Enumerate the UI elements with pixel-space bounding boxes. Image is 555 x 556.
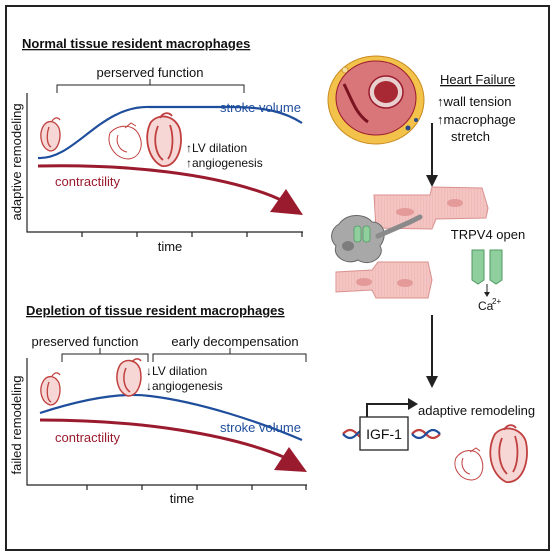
trpv4-label: TRPV4 open [451,227,525,242]
figure-border [5,5,550,551]
top-contractility-arrowhead [270,189,303,215]
top-x-axis-label: time [158,239,183,254]
remodeled-heart-outline-icon [454,447,484,481]
igf1-gene-box [359,416,409,451]
bottom-contractility-label: contractility [55,430,121,445]
bottom-contractility-arrowhead [274,447,307,472]
top-contractility-curve [37,164,282,202]
bottom-stroke-volume-label: stroke volume [220,420,301,435]
top-annotation-lv-dilation: ↑LV dilation [186,141,247,155]
flow-arrow-1 [426,123,438,187]
remodeled-heart-large-icon [489,424,528,483]
igf1-label: IGF-1 [366,426,402,442]
bottom-contractility-curve [39,418,287,460]
bottom-bracket [61,348,307,362]
bottom-axes [26,358,307,490]
heart-failure-title: Heart Failure [440,72,515,87]
top-contractility-label: contractility [55,174,121,189]
bottom-y-axis-label: failed remodeling [9,375,24,474]
flow-arrow-2 [426,315,438,388]
outcome-label: adaptive remodeling [418,403,535,418]
trpv4-channel-icon [471,249,503,297]
bottom-annotation-lv-dilation: ↓LV dilation [146,364,207,378]
heart-failure-bullet-macrophage: ↑macrophage [437,112,516,127]
top-panel-title: Normal tissue resident macrophages [22,36,250,51]
top-annotation-angiogenesis: ↑angiogenesis [186,156,263,170]
bottom-x-axis-label: time [170,491,195,506]
top-stroke-volume-label: stroke volume [220,100,301,115]
heart-cross-section-icon [327,55,425,145]
bottom-bracket-label-right: early decompensation [171,334,298,349]
top-heart-outline-icon [108,122,142,160]
macrophage-cell [331,214,423,264]
top-bracket-label: perserved function [97,65,204,80]
bottom-heart-small-icon [40,372,61,406]
bottom-annotation-angiogenesis: ↓angiogenesis [146,379,223,393]
top-stroke-volume-curve [37,105,303,160]
top-y-axis-label: adaptive remodeling [9,103,24,220]
heart-failure-bullet-wall-tension: ↑wall tension [437,94,511,109]
transcription-arrow [366,398,418,417]
bottom-bracket-label-left: preserved function [32,334,139,349]
bottom-stroke-volume-curve [39,393,303,442]
top-bracket [56,79,245,93]
top-heart-small-icon [40,117,61,152]
calcium-charge-label: 2+ [492,297,501,306]
calcium-ion-label: Ca [478,299,494,313]
top-axes [26,93,303,237]
bottom-panel-title: Depletion of tissue resident macrophages [26,303,285,318]
cardiomyocyte-cells [335,186,489,299]
heart-failure-bullet-stretch: stretch [451,129,490,144]
bottom-heart-medium-icon [116,358,142,397]
top-heart-large-icon [146,112,182,167]
